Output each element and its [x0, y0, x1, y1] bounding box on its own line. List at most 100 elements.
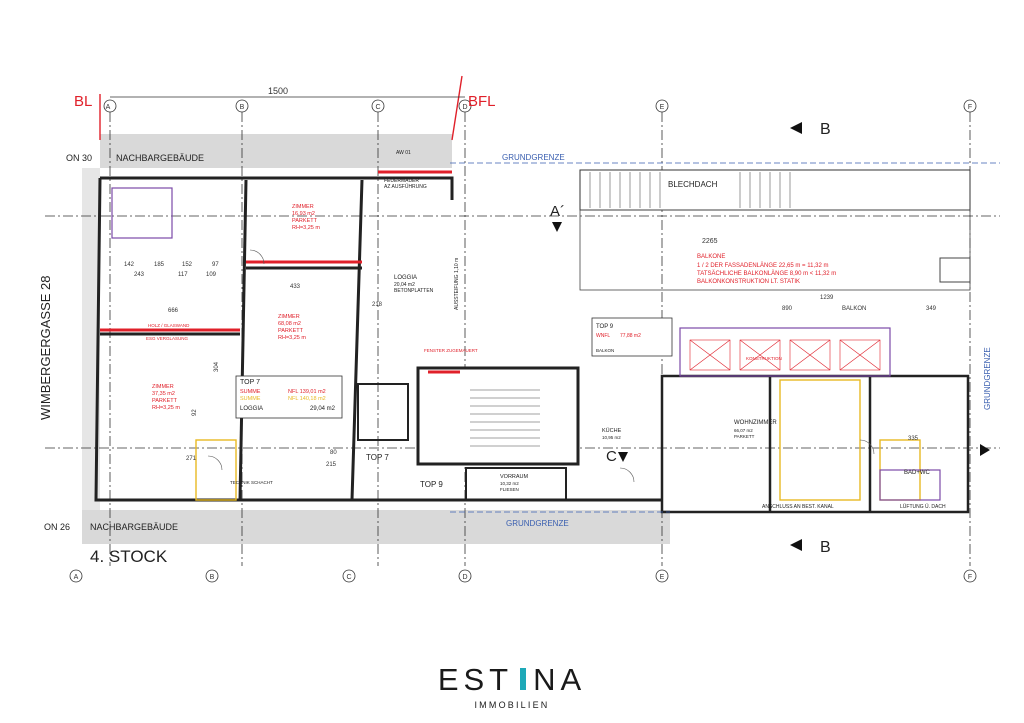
- axis-markers-top: [103, 99, 977, 113]
- dim-185: 185: [154, 262, 165, 268]
- axis-d-bottom: D: [462, 574, 467, 581]
- zimmer-c-name: ZIMMER: [152, 384, 174, 390]
- zimmer-b-area: 68,08 m2: [278, 321, 301, 327]
- zimmer-c-floor: PARKETT: [152, 398, 178, 404]
- balkone-line-1: 1 / 2 DER FASSADENLÄNGE 22,65 m = 11,32 …: [697, 262, 828, 269]
- dim-2265: 2265: [702, 238, 718, 245]
- section-c-label: C: [606, 448, 617, 465]
- brand-name-right: NA: [533, 662, 587, 697]
- top7-summe1-value: NFL 139,01 m2: [288, 389, 326, 395]
- brand-accent-bar: [517, 667, 529, 691]
- axis-markers-bottom: [69, 569, 977, 583]
- balkone-line-3: BALKONKONSTRUKTION LT. STATIK: [697, 279, 800, 285]
- blechdach-label: BLECHDACH: [668, 180, 718, 189]
- axis-e-bottom: E: [660, 574, 665, 581]
- dim-304: 304: [214, 361, 220, 372]
- axis-f-top: F: [968, 104, 972, 111]
- top7-summe1-label: SUMME: [240, 389, 261, 395]
- vorraum-area: 10,32 m2: [500, 481, 519, 486]
- zimmer-b-floor: PARKETT: [278, 328, 304, 334]
- zimmer-b-name: ZIMMER: [278, 314, 300, 320]
- section-b-top-label: B: [820, 121, 831, 138]
- top9-box: [591, 317, 673, 357]
- zimmer-c-area: 37,35 m2: [152, 391, 175, 397]
- zimmer-b-height: RH=3,25 m: [278, 335, 306, 341]
- top9-wnfl-value: 77,88 m2: [620, 333, 641, 339]
- elevator-shaft: [357, 383, 409, 441]
- balcony-construction: [689, 339, 881, 371]
- dim-215: 215: [326, 462, 337, 468]
- dim-109: 109: [206, 272, 217, 278]
- brand-subtitle: IMMOBILIEN: [474, 700, 550, 710]
- axis-b-top: B: [240, 104, 245, 111]
- section-c-arrow: [618, 452, 628, 462]
- section-b-top-arrow: [790, 122, 802, 134]
- grundgrenze-right: GRUNDGRENZE: [983, 347, 992, 410]
- dim-92: 92: [192, 409, 198, 416]
- street-label: WIMBERGERGASSE 28: [38, 276, 53, 420]
- loggia-title: LOGGIA: [394, 275, 417, 281]
- balkone-title: BALKONE: [697, 254, 725, 260]
- dim-243: 243: [134, 272, 145, 278]
- note-konstruktion: KONSTRUKTION: [746, 356, 782, 361]
- grundgrenze-top: GRUNDGRENZE: [502, 153, 565, 162]
- dim-271: 271: [186, 456, 197, 462]
- axis-c-bottom: C: [346, 574, 351, 581]
- door-arcs: [207, 249, 875, 483]
- zimmer-a-area: 16,93 m2: [292, 211, 315, 217]
- top7-box: [235, 375, 343, 419]
- top7-title: TOP 7: [240, 379, 260, 386]
- section-a-label: A´: [550, 203, 565, 220]
- vorraum-name: VORRAUM: [500, 474, 529, 480]
- axis-a-top: A: [106, 104, 111, 111]
- section-b-bottom-label: B: [820, 539, 831, 556]
- bad-wc-label: BAD+WC: [904, 470, 931, 476]
- aw-label: AW 01: [396, 150, 411, 156]
- section-c-right-arrow: [980, 444, 990, 456]
- note-fenster: FENSTER ZUGEMAUERT: [424, 348, 478, 353]
- balkone-line-2: TATSÄCHLICHE BALKONLÄNGE 8,90 m < 11,32 …: [697, 270, 836, 277]
- dim-80: 80: [330, 450, 337, 456]
- axis-f-bottom: F: [968, 574, 972, 581]
- feuermauer-1: FEUERMAUER: [384, 178, 419, 184]
- bfl-line: [451, 75, 463, 141]
- staircase: [416, 366, 580, 466]
- zimmer-a-floor: PARKETT: [292, 218, 318, 224]
- loggia-material: BETONPLATTEN: [394, 288, 434, 294]
- dim-890: 890: [782, 306, 793, 312]
- wohnzimmer-name: WOHNZIMMER: [734, 420, 777, 426]
- dim-335: 335: [908, 436, 919, 442]
- balcony-outline: [679, 327, 891, 377]
- red-walls: [100, 170, 460, 374]
- dim-97: 97: [212, 262, 219, 268]
- blechdach-roof: [579, 169, 971, 211]
- zimmer-c-height: RH=3,25 m: [152, 405, 180, 411]
- zimmer-a-height: RH=3,25 m: [292, 225, 320, 231]
- blechdach-hatch: [589, 172, 791, 208]
- note-esg: ESG VERGLASUNG: [146, 336, 189, 341]
- neighbor-band-bottom: [82, 510, 670, 544]
- purple-outlines: [111, 187, 941, 501]
- grundgrenze-bottom: GRUNDGRENZE: [506, 519, 569, 528]
- dim-1500: 1500: [268, 86, 288, 96]
- top9-balkon: BALKON: [596, 348, 614, 353]
- section-b-bottom-arrow: [790, 539, 802, 551]
- roof-hatch-box: [939, 257, 971, 283]
- top7-loggia-label: LOGGIA: [240, 406, 263, 412]
- dim-349: 349: [926, 306, 937, 312]
- note-holz: HOLZ / GLASWAND: [148, 323, 190, 328]
- feuermauer-2: AZ AUSFÜHRUNG: [384, 183, 427, 190]
- axis-b-bottom: B: [210, 574, 215, 581]
- on-30-label: ON 30: [66, 153, 92, 163]
- on-26-label: ON 26: [44, 522, 70, 532]
- dim-142: 142: [124, 262, 135, 268]
- dim-666: 666: [168, 308, 179, 314]
- bfl-label: BFL: [468, 93, 496, 110]
- kueche-area: 10,95 m2: [602, 435, 621, 440]
- top7-loggia-value: 29,04 m2: [310, 406, 336, 412]
- axis-d-top: D: [462, 104, 467, 111]
- roof-area: [579, 209, 971, 291]
- vorraum-floor: FLIESEN: [500, 487, 519, 492]
